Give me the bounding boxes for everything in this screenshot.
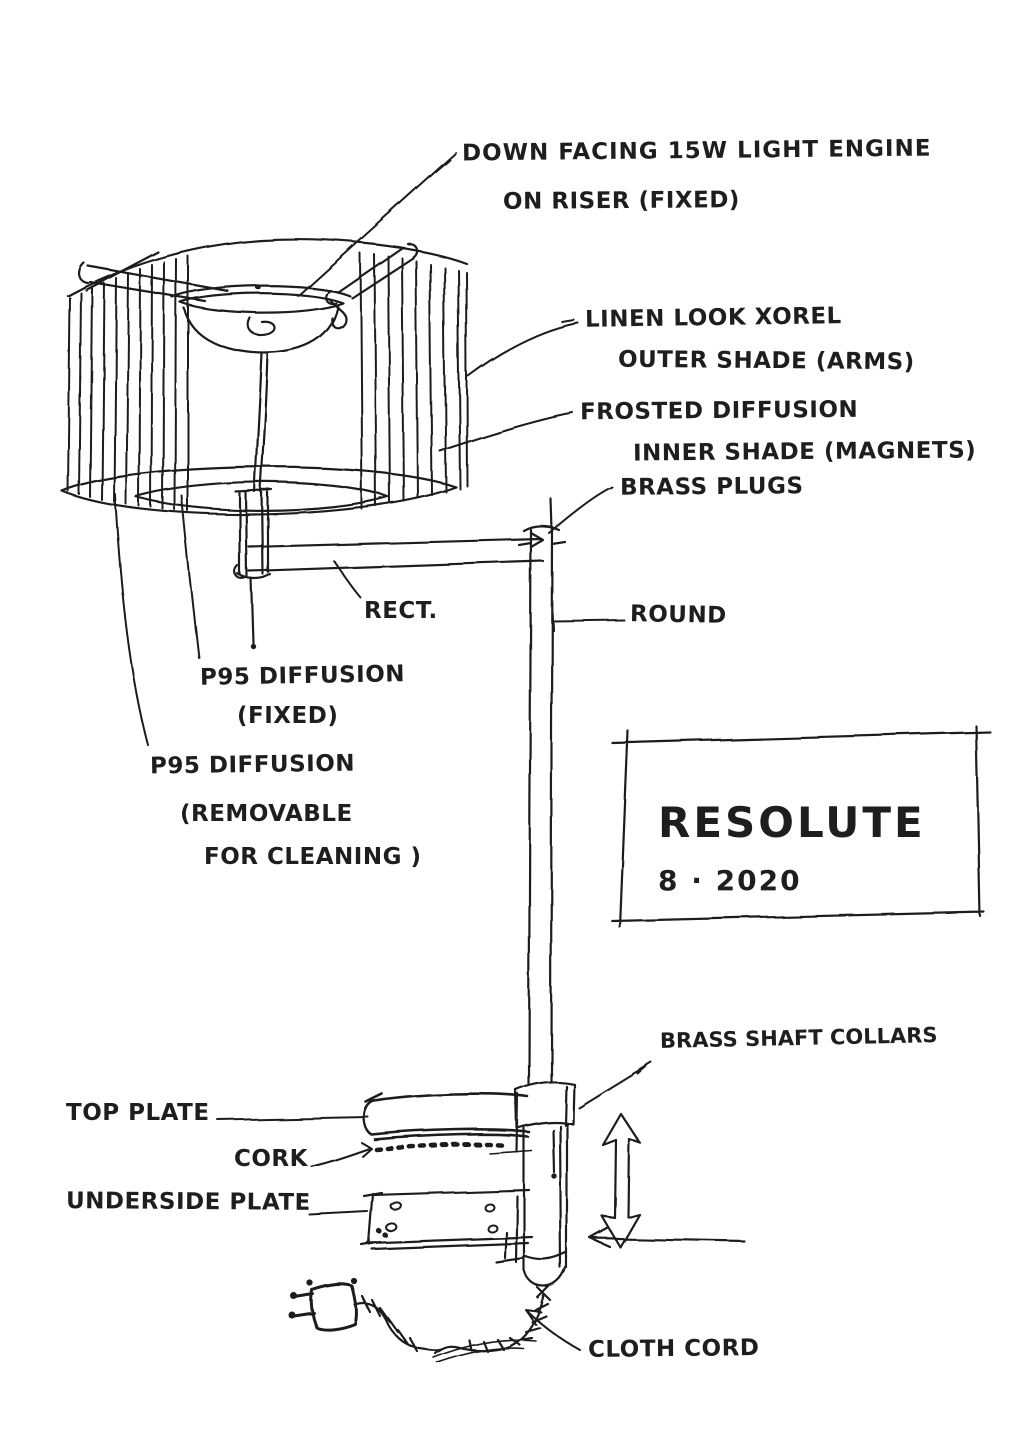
leader-top-plate [217,1116,369,1121]
leader-p95-removable [114,493,149,746]
leader-p95-fixed [181,495,200,659]
shade-pleats [67,252,468,512]
leader-light-engine [297,152,457,297]
label-p95-removable-line3: FOR CLEANING ) [204,844,422,870]
rect-arm [247,531,545,573]
plate-dot [382,1232,388,1238]
light-engine-clip [247,316,276,337]
pole-drawing [522,497,561,1086]
leader-underside-plate [309,1211,369,1216]
label-top-plate: TOP PLATE [66,1100,210,1126]
plug-ink-dot [350,1277,358,1285]
underside-plate [360,1188,534,1251]
label-round-pole: ROUND [629,601,728,629]
leader-inner-shade [439,412,574,452]
cork-layer [374,1142,511,1153]
leader-rect [333,560,362,599]
label-outer-shade-line1: LINEN LOOK XOREL [584,303,842,333]
label-underside-plate: UNDERSIDE PLATE [65,1188,311,1216]
shade-bottom-rim [60,466,458,516]
insert-arrow [588,1226,746,1249]
label-p95-fixed-line2: (FIXED) [237,703,339,729]
leader-cork [311,1142,373,1168]
label-inner-shade-line2: INNER SHADE (MAGNETS) [632,437,977,467]
label-outer-shade-line2: OUTER SHADE (ARMS) [617,346,915,376]
title-name: RESOLUTE [658,798,926,847]
label-rect-arm: RECT. [364,598,438,624]
label-cork: CORK [234,1146,308,1172]
round-pole [527,526,554,1086]
leader-shaft-collars [578,1062,653,1109]
leader-lines [114,152,653,1351]
label-brass-plugs: BRASS PLUGS [619,473,804,501]
stem-block [234,488,274,645]
power-plug [292,1282,358,1332]
leader-brass-plugs [548,486,613,534]
arm-drawing [247,531,567,573]
shade-arms [78,242,418,329]
label-p95-removable-line2: (REMOVABLE [180,801,353,827]
label-p95-fixed-line1: P95 DIFFUSION [199,661,406,691]
updown-arrow [600,1112,642,1249]
collar-dot [551,1173,557,1179]
plate-clamp [494,1092,526,1264]
cloth-cord-plug-side [353,1294,444,1354]
shaft-collar [514,1080,576,1174]
shade-inner-ring [134,481,390,512]
label-inner-shade-line1: FROSTED DIFFUSION [579,396,859,426]
base-cylinder [522,1122,569,1288]
top-plate [362,1092,531,1142]
light-engine-drawing [78,242,418,649]
stem-tip-dot [250,643,256,649]
cork-edge [489,1150,533,1155]
cord-plug-drawing [288,1277,552,1364]
arm-pole-ticks [517,540,567,547]
label-cloth-cord: CLOTH CORD [587,1335,760,1363]
cord-swoosh [433,1339,537,1364]
label-p95-removable-line1: P95 DIFFUSION [149,750,356,780]
leader-cloth-cord [525,1309,581,1351]
leader-round [552,619,625,622]
title-date: 8 · 2020 [658,864,802,897]
leader-outer-shade [467,319,579,377]
brass-plug-cap [522,497,561,533]
outer-shade-drawing [60,238,468,516]
light-engine-dot [255,284,261,290]
plug-prong-dot [288,1311,296,1319]
riser-stem [253,351,270,494]
adjustment-arrows [588,1112,746,1249]
title-box-frame [610,724,992,929]
label-light-engine-line2: ON RISER (FIXED) [502,187,740,215]
label-light-engine-line1: DOWN FACING 15W LIGHT ENGINE [461,135,932,167]
underside-plate-holes [385,1201,498,1233]
plug-ink-dot [306,1279,314,1287]
plug-prong-dot [290,1292,298,1300]
base-drawing [360,1080,576,1288]
plate-dot [376,1228,382,1234]
light-engine-bowl [182,305,340,355]
